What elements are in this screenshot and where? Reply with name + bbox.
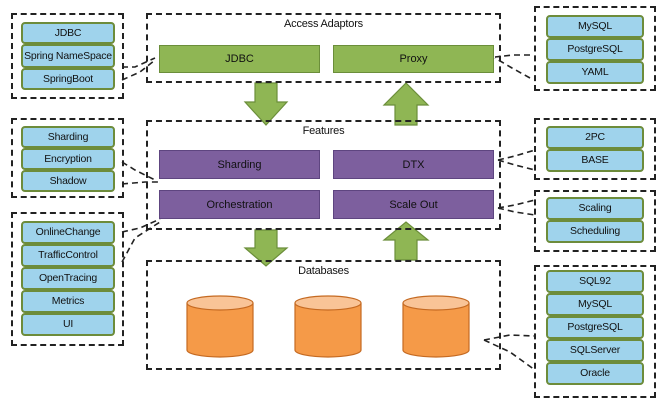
orchestration-left-stack: OnlineChange TrafficControl OpenTracing … — [21, 221, 115, 336]
connector-dtx-right — [497, 149, 536, 161]
scaleout-right-stack: Scaling Scheduling — [546, 197, 644, 243]
feature-dtx[interactable]: DTX — [333, 150, 494, 179]
features-title: Features — [302, 125, 345, 137]
databases-right-item[interactable]: PostgreSQL — [546, 316, 644, 339]
databases-right-item[interactable]: Oracle — [546, 362, 644, 385]
dtx-right-stack: 2PC BASE — [546, 126, 644, 172]
access-left-item[interactable]: SpringBoot — [21, 68, 115, 90]
feature-orchestration-label: Orchestration — [206, 198, 273, 211]
access-left-item[interactable]: Spring NameSpace — [21, 44, 115, 68]
orchestration-left-item[interactable]: OnlineChange — [21, 221, 115, 244]
dtx-right-group — [534, 118, 656, 180]
scaleout-right-item[interactable]: Scaling — [546, 197, 644, 220]
databases-container — [146, 260, 501, 370]
access-left-item[interactable]: JDBC — [21, 22, 115, 44]
orchestration-left-item[interactable]: UI — [21, 313, 115, 336]
access-right-item[interactable]: YAML — [546, 61, 644, 84]
jdbc-adaptor[interactable]: JDBC — [159, 45, 320, 73]
databases-right-stack: SQL92 MySQL PostgreSQL SQLServer Oracle — [546, 270, 644, 385]
connector-scale-right-2 — [497, 207, 536, 216]
arrow-up-icon — [382, 82, 430, 126]
access-left-group — [11, 13, 124, 99]
databases-title: Databases — [298, 265, 349, 277]
scaleout-right-item[interactable]: Scheduling — [546, 220, 644, 243]
connector-dtx-right-2 — [497, 159, 536, 171]
feature-sharding[interactable]: Sharding — [159, 150, 320, 179]
orchestration-left-item[interactable]: TrafficControl — [21, 244, 115, 267]
databases-right-item[interactable]: SQLServer — [546, 339, 644, 362]
access-adaptors-container — [146, 13, 501, 83]
access-left-stack: JDBC Spring NameSpace SpringBoot — [21, 22, 115, 90]
jdbc-adaptor-label: JDBC — [225, 53, 254, 65]
orchestration-left-item[interactable]: OpenTracing — [21, 267, 115, 290]
access-right-stack: MySQL PostgreSQL YAML — [546, 15, 644, 84]
access-adaptors-title: Access Adaptors — [284, 18, 363, 30]
orchestration-left-item[interactable]: Metrics — [21, 290, 115, 313]
feature-sharding-label: Sharding — [217, 158, 262, 171]
feature-scale-out[interactable]: Scale Out — [333, 190, 494, 219]
feature-scale-out-label: Scale Out — [389, 198, 438, 211]
orchestration-left-group — [11, 212, 124, 346]
databases-right-item[interactable]: SQL92 — [546, 270, 644, 293]
sharding-left-item[interactable]: Sharding — [21, 126, 115, 148]
feature-orchestration[interactable]: Orchestration — [159, 190, 320, 219]
sharding-left-item[interactable]: Encryption — [21, 148, 115, 170]
access-right-group — [534, 6, 656, 91]
dtx-right-item[interactable]: BASE — [546, 149, 644, 172]
arrow-down-icon — [243, 82, 289, 126]
feature-dtx-label: DTX — [402, 158, 425, 171]
features-container — [146, 120, 501, 230]
sharding-left-group — [11, 118, 124, 198]
proxy-adaptor[interactable]: Proxy — [333, 45, 494, 73]
scaleout-right-group — [534, 190, 656, 252]
databases-right-item[interactable]: MySQL — [546, 293, 644, 316]
sharding-left-stack: Sharding Encryption Shadow — [21, 126, 115, 192]
access-right-item[interactable]: MySQL — [546, 15, 644, 38]
sharding-left-item[interactable]: Shadow — [21, 170, 115, 192]
connector-scale-right — [497, 199, 536, 209]
dtx-right-item[interactable]: 2PC — [546, 126, 644, 149]
databases-right-group — [534, 265, 656, 398]
proxy-adaptor-label: Proxy — [399, 53, 428, 65]
access-right-item[interactable]: PostgreSQL — [546, 38, 644, 61]
